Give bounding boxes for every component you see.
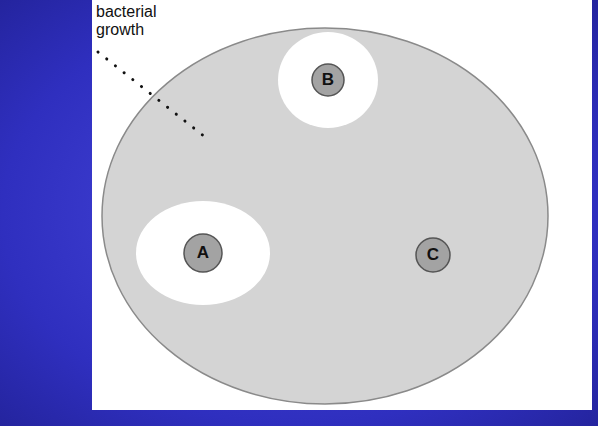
disc-label: A xyxy=(197,243,209,263)
clear-zone xyxy=(136,201,270,305)
disc-shape xyxy=(312,64,344,96)
clear-zone xyxy=(278,32,378,128)
leader-line xyxy=(98,52,205,137)
disc-shape xyxy=(416,238,450,272)
callout-label: bacterial growth xyxy=(96,3,172,39)
white-panel xyxy=(92,0,592,410)
agar-plate xyxy=(102,28,548,404)
disc-label: B xyxy=(322,70,334,90)
inoculation-disc: C xyxy=(415,237,451,273)
disc-shape xyxy=(184,234,222,272)
inoculation-disc: A xyxy=(183,233,223,273)
inoculation-disc: B xyxy=(311,63,345,97)
disc-label: C xyxy=(427,245,439,265)
